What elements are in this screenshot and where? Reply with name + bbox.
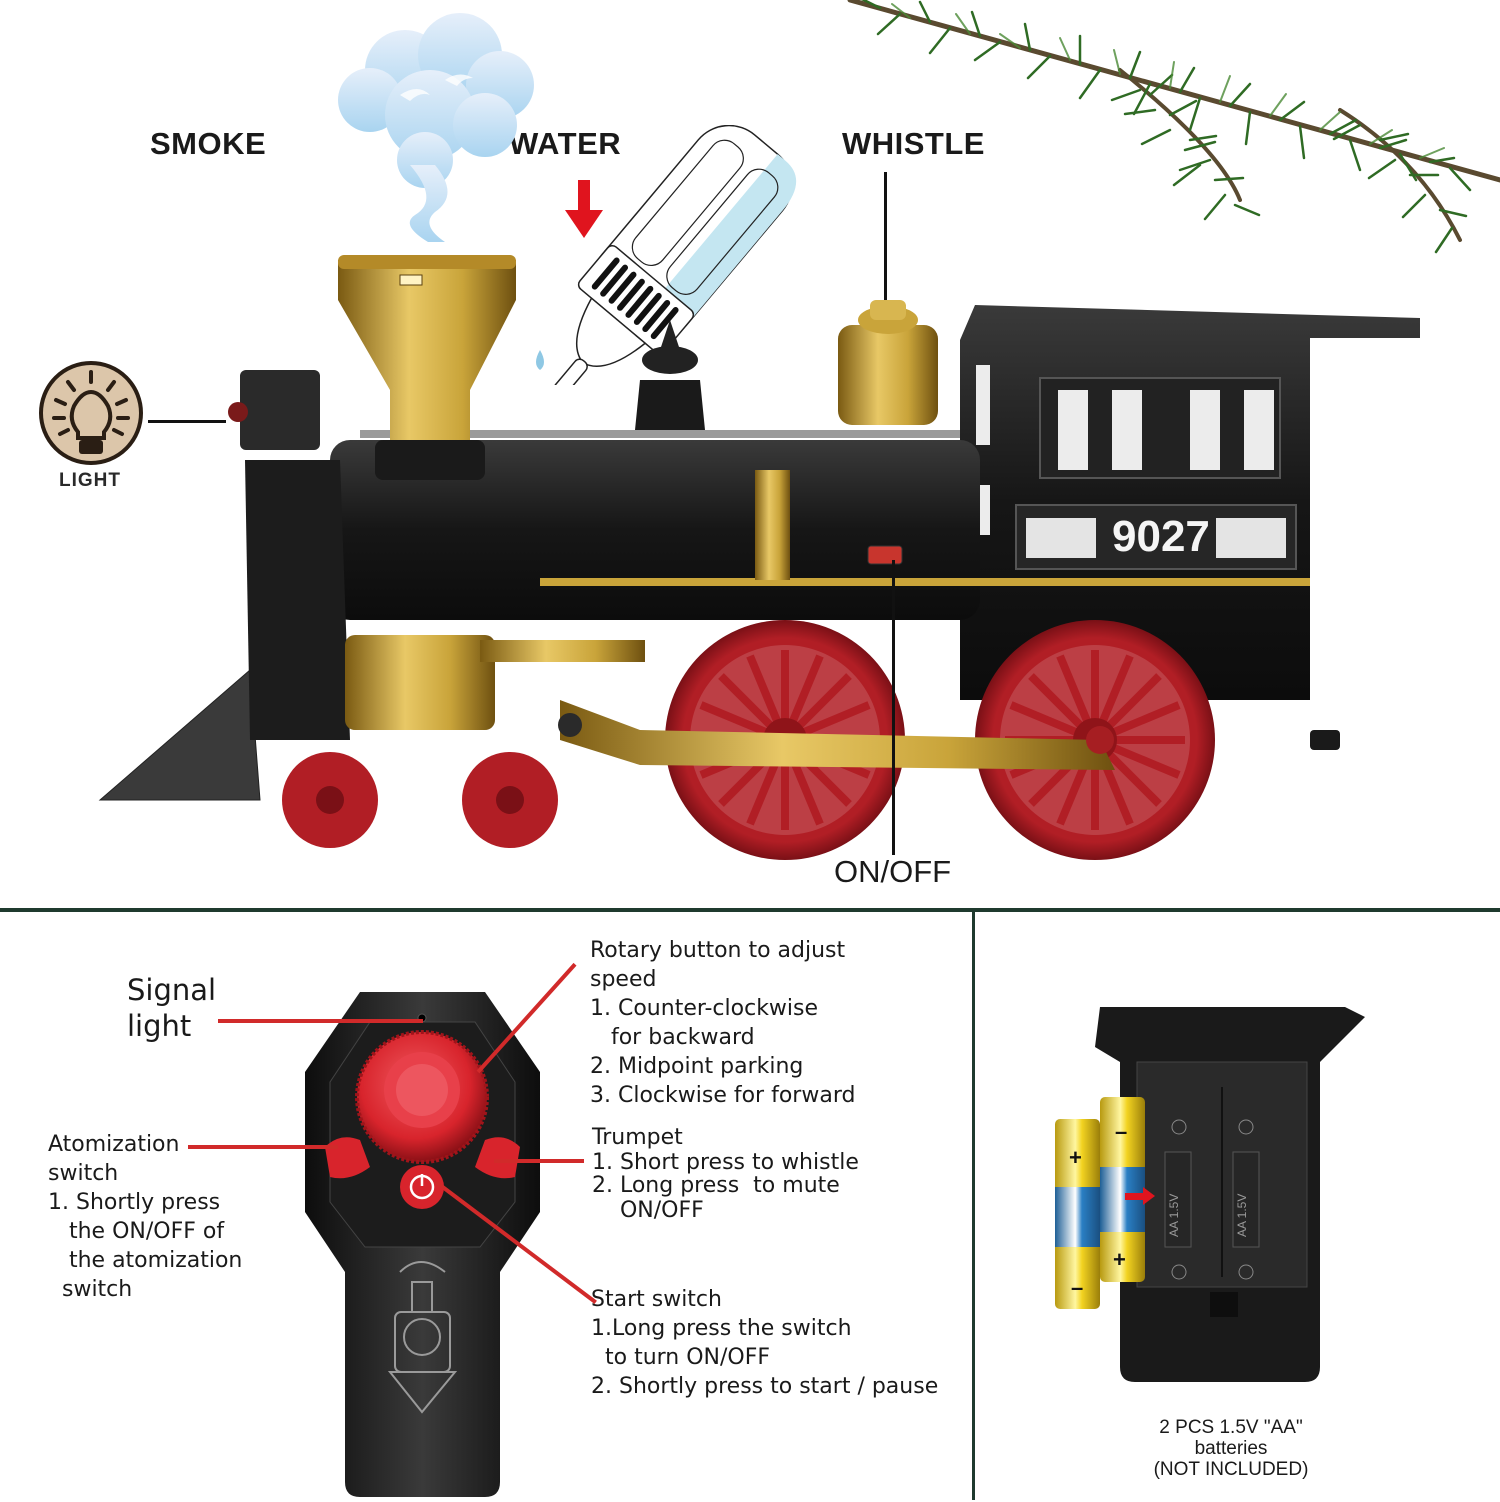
whistle-leader-line	[884, 172, 887, 300]
water-label: WATER	[509, 126, 622, 161]
rotary-title: Rotary button to adjust speed	[590, 938, 846, 992]
start-switch-item-1: 1.Long press the switch to turn ON/OFF	[591, 1316, 852, 1370]
top-panel: SMOKE WATER WHISTLE	[39, 0, 1500, 889]
battery-panel: AA 1.5V AA 1.5V + – – + 2 PCS 1.5V "AA" …	[975, 912, 1500, 1500]
rotary-item-2: 2. Midpoint parking	[590, 1054, 804, 1079]
light-leader-line	[148, 420, 226, 423]
smoke-cloud-icon	[338, 13, 534, 242]
svg-text:AA 1.5V: AA 1.5V	[1235, 1194, 1249, 1237]
pine-branch-decoration	[847, 0, 1500, 254]
locomotive-number: 9027	[1112, 512, 1210, 561]
atomization-item-1: 1. Shortly press the ON/OFF of the atomi…	[48, 1190, 243, 1302]
start-switch-item-2: 2. Shortly press to start / pause	[591, 1374, 939, 1399]
light-bulb-icon	[39, 361, 143, 465]
rotary-item-1: 1. Counter-clockwise for backward	[590, 996, 819, 1050]
svg-text:+: +	[1113, 1247, 1126, 1272]
water-bottle-icon	[536, 125, 797, 385]
atomization-title: Atomization switch	[48, 1132, 180, 1186]
onoff-label: ON/OFF	[834, 854, 952, 889]
trumpet-title: Trumpet	[592, 1125, 683, 1150]
trumpet-item-2: 2. Long press to mute ON/OFF	[591, 1173, 840, 1223]
horizontal-divider	[0, 908, 1500, 912]
trumpet-leader	[494, 1159, 584, 1163]
smoke-label: SMOKE	[150, 126, 267, 161]
signal-light-leader	[218, 1019, 423, 1023]
svg-text:–: –	[1071, 1275, 1083, 1300]
red-down-arrow-icon	[565, 180, 603, 238]
svg-text:–: –	[1115, 1119, 1127, 1144]
locomotive-illustration	[98, 255, 1420, 860]
atomization-leader	[188, 1145, 338, 1149]
trumpet-item-1: 1. Short press to whistle	[585, 1150, 859, 1175]
rotary-item-3: 3. Clockwise for forward	[590, 1083, 856, 1108]
train-engraving	[387, 1261, 458, 1414]
remote-controller	[305, 992, 540, 1497]
battery-caption: 2 PCS 1.5V "AA" batteries (NOT INCLUDED)	[1153, 1417, 1309, 1480]
vertical-divider	[972, 912, 975, 1500]
remote-panel: Signal light Rotary button to adjust spe…	[0, 912, 972, 1500]
onoff-leader-line	[892, 560, 895, 855]
start-switch-title: Start switch	[591, 1287, 722, 1312]
whistle-label: WHISTLE	[842, 126, 985, 161]
signal-light-label: Signal light	[127, 973, 217, 1043]
light-label: LIGHT	[59, 470, 121, 491]
svg-text:+: +	[1069, 1145, 1082, 1170]
svg-text:AA 1.5V: AA 1.5V	[1167, 1194, 1181, 1237]
battery-compartment-illustration: AA 1.5V AA 1.5V + – – +	[1055, 1007, 1365, 1382]
